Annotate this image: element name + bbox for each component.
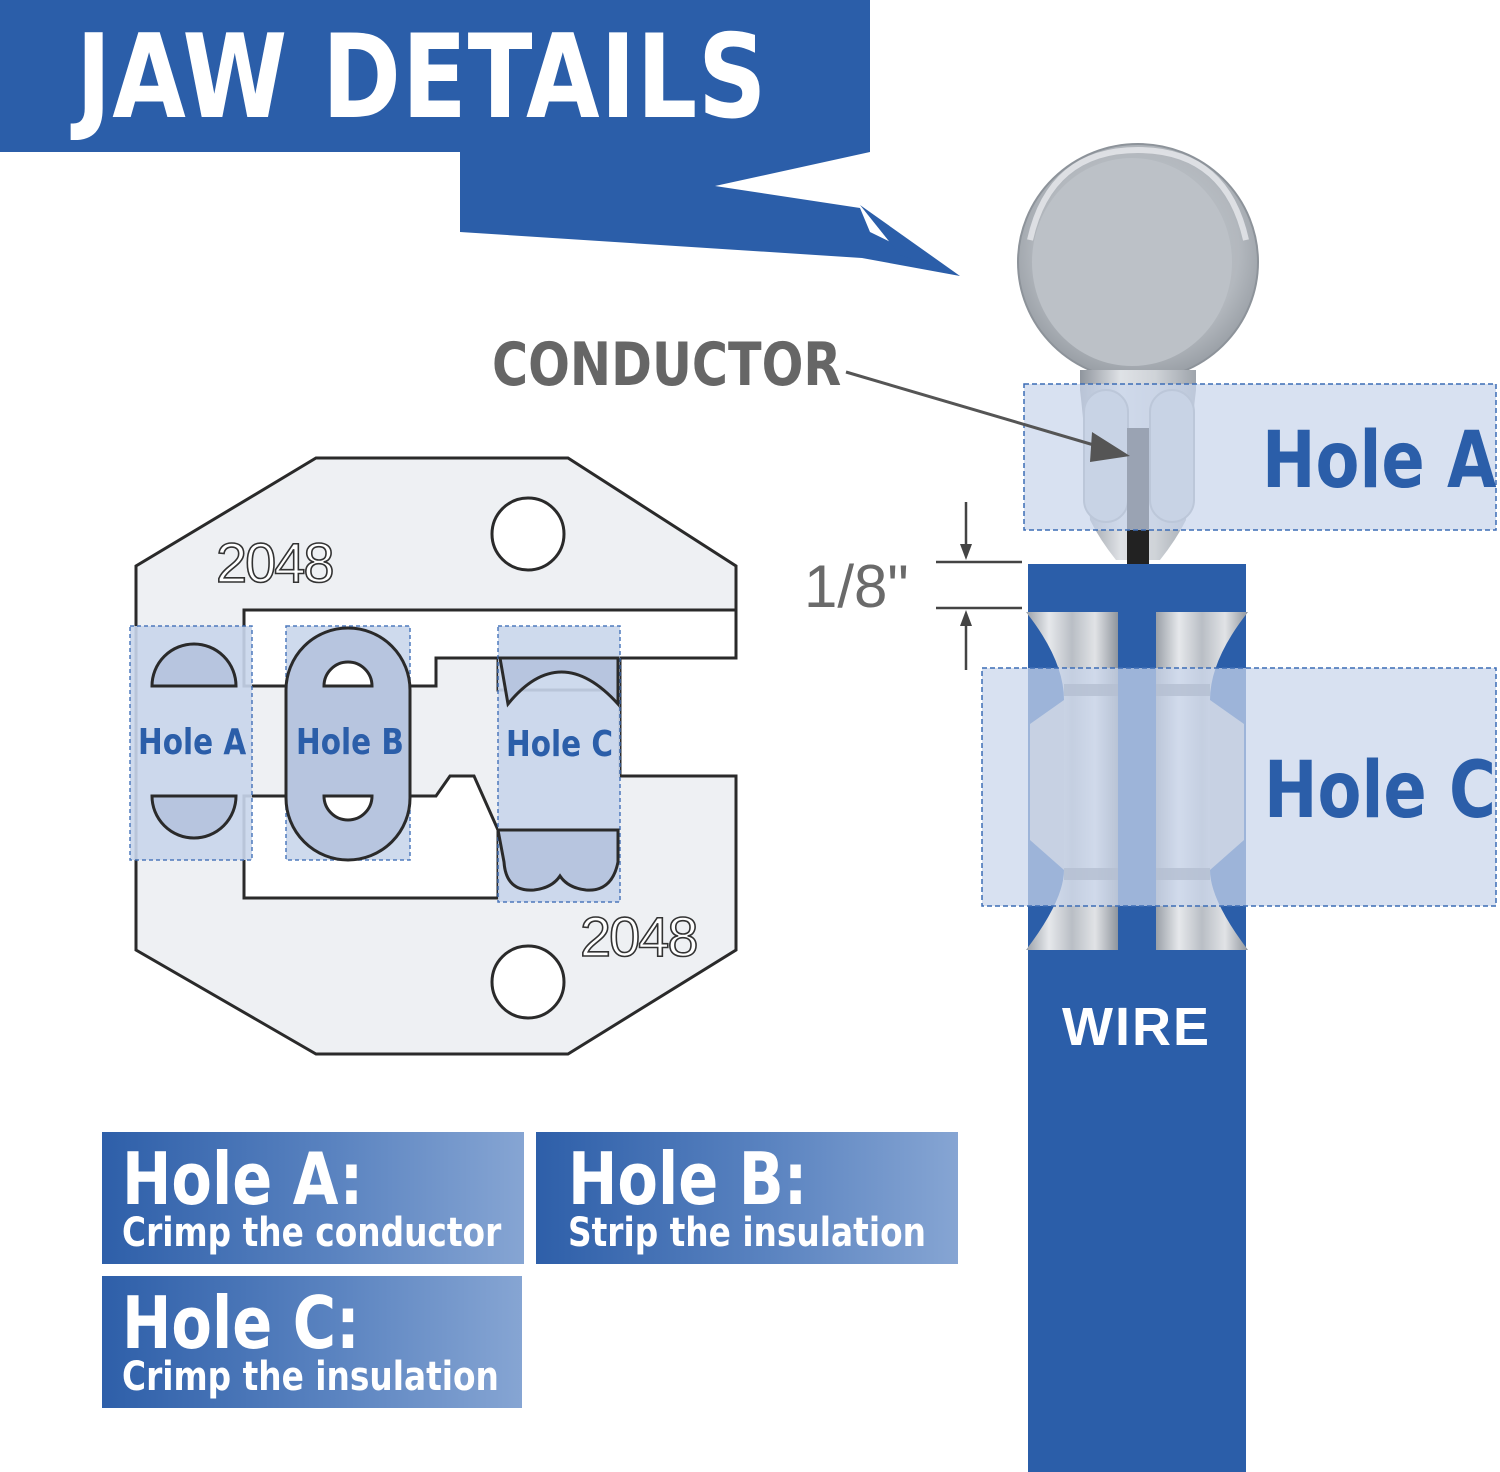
legend-hole-a-description: Crimp the conductor — [122, 1210, 502, 1256]
die-hole-c-label: Hole C — [506, 724, 614, 765]
legend-hole-c: Hole C: Crimp the insulation — [102, 1276, 522, 1408]
die-hole-a-upper — [150, 642, 238, 688]
die-hole-b-label: Hole B — [296, 722, 404, 763]
crimp-die — [129, 456, 738, 1056]
dimension-marker — [936, 502, 1022, 670]
legend-hole-a-heading: Hole A: — [122, 1137, 364, 1221]
legend-hole-b-heading: Hole B: — [568, 1137, 808, 1221]
terminal-hole-c-zone — [981, 667, 1497, 907]
wire-label: WIRE — [1062, 997, 1211, 1057]
legend-hole-c-description: Crimp the insulation — [122, 1354, 499, 1400]
die-hole-c-lower — [496, 828, 620, 892]
title-banner — [0, 0, 960, 276]
legend-hole-b: Hole B: Strip the insulation — [536, 1132, 958, 1264]
die-hole-b-upper-notch — [322, 660, 374, 688]
ring-inner — [1032, 158, 1232, 366]
die-hole-a-label: Hole A — [138, 722, 247, 763]
die-hole-c-upper — [498, 656, 620, 708]
strip-length-label: 1/8" — [804, 553, 909, 620]
legend-hole-c-heading: Hole C: — [122, 1281, 360, 1365]
legend-hole-b-description: Strip the insulation — [568, 1210, 926, 1256]
die-hole-b-outline — [284, 626, 412, 862]
legend-hole-a: Hole A: Crimp the conductor — [102, 1132, 524, 1264]
die-number-top: 2048 — [215, 530, 335, 595]
die-number-bottom: 2048 — [579, 904, 699, 969]
die-plate — [134, 456, 738, 1056]
terminal-hole-a-label: Hole A — [1262, 416, 1497, 506]
die-hole-b-lower-notch — [322, 794, 374, 822]
die-mount-hole-bottom — [490, 944, 566, 1020]
die-mount-hole-top — [490, 496, 566, 572]
page-title: JAW DETAILS — [76, 10, 768, 145]
terminal-hole-c-label: Hole C — [1264, 746, 1496, 836]
conductor-label: CONDUCTOR — [492, 330, 842, 400]
conductor-arrow — [845, 370, 1130, 462]
die-hole-a-lower — [150, 794, 238, 840]
